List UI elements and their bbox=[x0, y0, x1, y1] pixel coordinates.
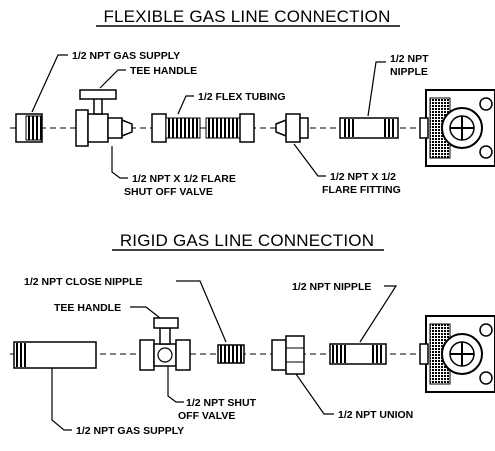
leader-rigid-shutoff bbox=[167, 366, 184, 403]
label-union: 1/2 NPT UNION bbox=[338, 409, 413, 421]
label-rigid-tee-handle: TEE HANDLE bbox=[54, 302, 121, 314]
rigid-union bbox=[271, 335, 305, 375]
flexible-tubing bbox=[151, 113, 255, 143]
leader-nipple bbox=[367, 61, 386, 117]
label-rigid-nipple: 1/2 NPT NIPPLE bbox=[292, 281, 371, 293]
label-nipple-line1: 1/2 NPT bbox=[390, 53, 429, 65]
label-flare-line1: 1/2 NPT X 1/2 bbox=[330, 171, 396, 183]
label-tee-handle: TEE HANDLE bbox=[130, 65, 197, 77]
rigid-shutoff-valve bbox=[139, 317, 191, 371]
leader-flare-fitting bbox=[293, 143, 326, 177]
rigid-close-nipple bbox=[217, 344, 245, 364]
flexible-section-title: FLEXIBLE GAS LINE CONNECTION bbox=[103, 7, 390, 26]
rigid-nipple bbox=[329, 343, 387, 365]
leader-union bbox=[295, 373, 334, 415]
leader-rigid-tee-handle bbox=[130, 306, 161, 319]
rigid-gas-supply-pipe bbox=[13, 341, 97, 369]
label-rigid-gas-supply: 1/2 NPT GAS SUPPLY bbox=[76, 425, 184, 437]
rigid-section-title: RIGID GAS LINE CONNECTION bbox=[120, 231, 374, 250]
rigid-gas-valve-body bbox=[419, 315, 495, 393]
label-gas-supply: 1/2 NPT GAS SUPPLY bbox=[72, 50, 180, 62]
label-shutoff-line2: SHUT OFF VALVE bbox=[124, 186, 213, 198]
rigid-tee-handle bbox=[153, 317, 179, 329]
flexible-flare-fitting bbox=[275, 113, 309, 143]
label-rigid-shutoff-line1: 1/2 NPT SHUT bbox=[186, 397, 257, 409]
label-rigid-shutoff-line2: OFF VALVE bbox=[178, 410, 235, 422]
leader-flex-tubing bbox=[177, 95, 194, 115]
label-flare-line2: FLARE FITTING bbox=[322, 184, 401, 196]
leader-close-nipple bbox=[176, 280, 227, 343]
leader-rigid-nipple bbox=[359, 285, 398, 343]
flexible-tee-handle bbox=[79, 89, 117, 100]
leader-rigid-gas-supply bbox=[51, 368, 72, 431]
flexible-gas-supply-pipe bbox=[15, 113, 43, 143]
flexible-gas-valve-body bbox=[419, 89, 495, 167]
label-flex-tubing: 1/2 FLEX TUBING bbox=[198, 91, 286, 103]
label-close-nipple: 1/2 NPT CLOSE NIPPLE bbox=[24, 276, 142, 288]
leader-gas-supply bbox=[31, 54, 68, 113]
label-nipple-line2: NIPPLE bbox=[390, 66, 428, 78]
leader-tee-handle bbox=[99, 69, 126, 89]
leader-shutoff-valve bbox=[111, 146, 128, 179]
flexible-nipple bbox=[339, 117, 399, 139]
flexible-shutoff-valve bbox=[75, 89, 133, 147]
label-shutoff-line1: 1/2 NPT X 1/2 FLARE bbox=[132, 173, 236, 185]
